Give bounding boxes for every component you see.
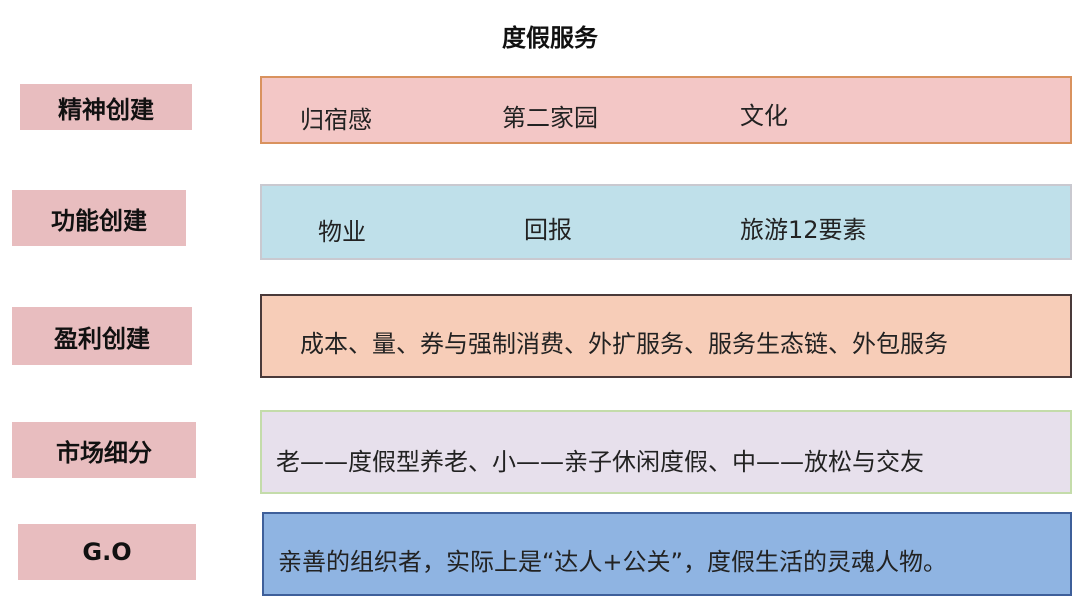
row-box-function: 物业 回报 旅游12要素	[260, 184, 1072, 260]
diagram-title: 度假服务	[502, 24, 598, 52]
function-item-travel-elements: 旅游12要素	[740, 216, 867, 244]
function-item-property: 物业	[318, 218, 366, 246]
row-box-spirit: 归宿感 第二家园 文化	[260, 76, 1072, 144]
row-label-function: 功能创建	[12, 190, 186, 246]
row-box-market: 老——度假型养老、小——亲子休闲度假、中——放松与交友	[260, 410, 1072, 494]
spirit-item-second-home: 第二家园	[502, 104, 598, 132]
row-label-go: G.O	[18, 524, 196, 580]
profit-text: 成本、量、券与强制消费、外扩服务、服务生态链、外包服务	[300, 330, 948, 358]
row-label-market: 市场细分	[12, 422, 196, 478]
row-label-profit: 盈利创建	[12, 307, 192, 365]
row-box-profit: 成本、量、券与强制消费、外扩服务、服务生态链、外包服务	[260, 294, 1072, 378]
spirit-item-belonging: 归宿感	[300, 106, 372, 134]
market-text: 老——度假型养老、小——亲子休闲度假、中——放松与交友	[276, 448, 924, 476]
function-item-return: 回报	[524, 216, 572, 244]
row-box-go: 亲善的组织者，实际上是“达人+公关”，度假生活的灵魂人物。	[262, 512, 1072, 596]
go-text: 亲善的组织者，实际上是“达人+公关”，度假生活的灵魂人物。	[278, 548, 947, 576]
row-label-spirit: 精神创建	[20, 84, 192, 130]
spirit-item-culture: 文化	[740, 102, 788, 130]
